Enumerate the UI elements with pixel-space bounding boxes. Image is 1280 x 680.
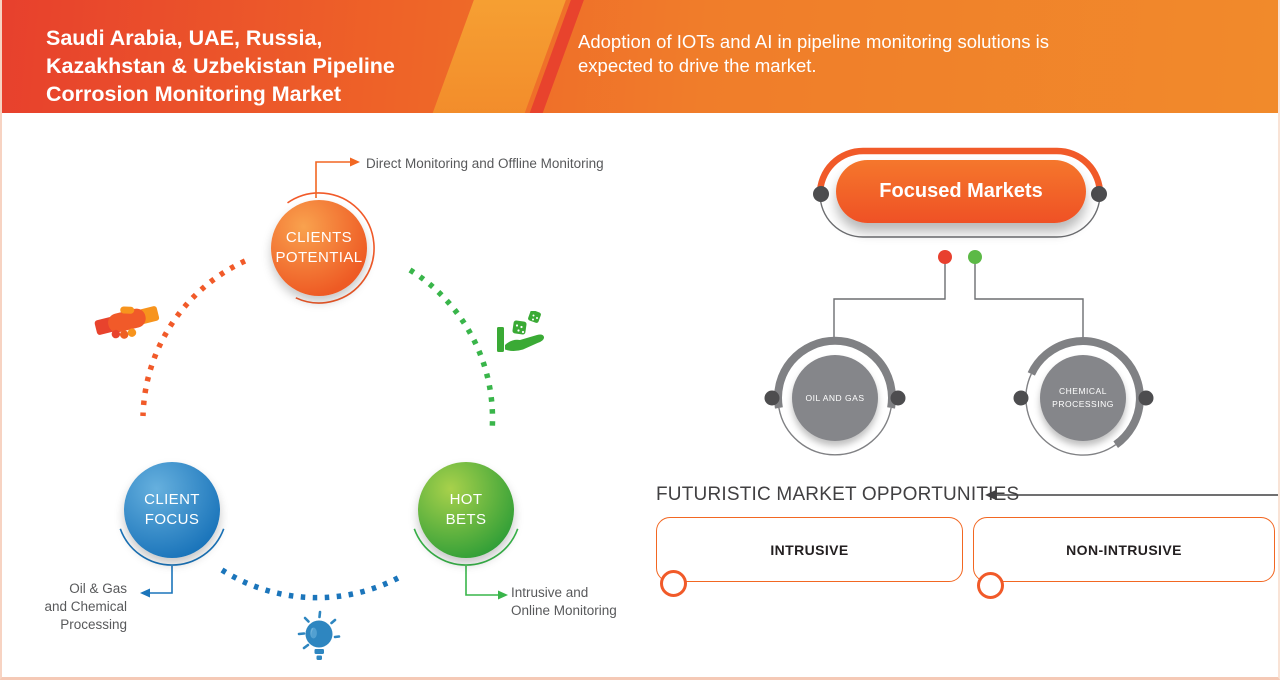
opportunity-box-non-intrusive: NON-INTRUSIVE	[973, 517, 1275, 582]
stem-right	[974, 263, 1084, 338]
pill-ring-top	[816, 147, 1104, 195]
node-client-focus: CLIENT FOCUS	[124, 462, 220, 558]
dotted-arc-green	[408, 267, 496, 433]
arrowhead-right-green	[498, 590, 508, 600]
gray-ring-thin-oil	[778, 407, 892, 456]
box-corner-circle	[660, 570, 687, 597]
header-subtitle: Adoption of IOTs and AI in pipeline moni…	[578, 31, 1050, 77]
green-dot	[968, 250, 982, 264]
opportunity-box-intrusive: INTRUSIVE	[656, 517, 963, 582]
market-node-chemical-processing: CHEMICAL PROCESSING	[1040, 355, 1126, 441]
box-corner-circle	[977, 572, 1004, 599]
side-dot	[764, 390, 780, 406]
ring-arc-client-focus	[119, 528, 225, 566]
annotation-direct-monitoring: Direct Monitoring and Offline Monitoring	[366, 156, 604, 171]
annotation-intrusive-online: Intrusive and Online Monitoring	[511, 585, 617, 619]
arrowhead-right-orange	[350, 157, 360, 167]
gray-ring-thick-chemical	[1027, 337, 1144, 448]
dotted-arc-orange	[140, 258, 247, 417]
side-dot	[1013, 390, 1029, 406]
side-dot	[890, 390, 906, 406]
pill-ring-bottom	[819, 193, 1101, 238]
page-title: Saudi Arabia, UAE, Russia, Kazakhstan & …	[46, 26, 395, 106]
node-hot-bets: HOT BETS	[418, 462, 514, 558]
red-dot	[938, 250, 952, 264]
opportunities-heading: FUTURISTIC MARKET OPPORTUNITIES	[656, 484, 1020, 505]
arrowhead-left-blue	[140, 588, 150, 598]
ring-arc-clients-potential	[287, 192, 375, 304]
focused-markets-pill: Focused Markets	[836, 160, 1086, 223]
gray-ring-thick-oil	[774, 336, 896, 409]
dotted-arc-blue	[220, 567, 400, 601]
header-banner: Saudi Arabia, UAE, Russia, Kazakhstan & …	[0, 0, 1280, 113]
arrowhead-left-dark	[985, 490, 996, 500]
annotation-oil-gas: Oil & Gas and Chemical Processing	[44, 581, 127, 633]
connector-hot-bets	[465, 566, 498, 596]
pill-side-dot-left	[813, 186, 829, 202]
stem-left	[833, 263, 946, 338]
pill-side-dot-right	[1091, 186, 1107, 202]
lightbulb-icon	[297, 610, 341, 660]
handshake-icon	[94, 306, 160, 339]
node-clients-potential: CLIENTS POTENTIAL	[271, 200, 367, 296]
dice-hand-icon	[497, 311, 545, 352]
ring-arc-hot-bets	[413, 528, 519, 566]
side-dot	[1138, 390, 1154, 406]
market-node-oil-and-gas: OIL AND GAS	[792, 355, 878, 441]
connector-client-focus	[150, 566, 173, 594]
connector-clients-potential	[315, 161, 350, 198]
